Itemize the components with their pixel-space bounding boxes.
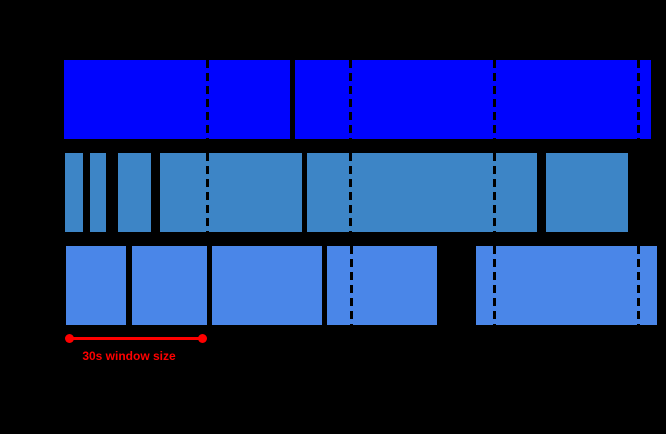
audio-segment [90,153,106,232]
audio-segment [307,153,537,232]
audio-segment [160,153,302,232]
window-boundary-dashed-line [206,60,209,139]
window-size-label: 30s window size [82,349,176,363]
audio-segment [327,246,437,325]
window-boundary-dashed-line [350,246,353,325]
bar-row-2 [0,153,666,232]
audio-segment [212,246,322,325]
window-boundary-dashed-line [493,60,496,139]
audio-segment [66,246,126,325]
audio-segment [546,153,628,232]
measurement-line [69,337,202,340]
window-boundary-dashed-line [349,153,352,232]
bar-row-1 [0,60,666,139]
audio-segment [118,153,151,232]
audio-segment [476,246,657,325]
window-boundary-dashed-line [206,153,209,232]
audio-segment [295,60,651,139]
window-boundary-dashed-line [493,153,496,232]
measurement-endpoint-right [198,334,207,343]
audio-segment [64,60,290,139]
measurement-endpoint-left [65,334,74,343]
window-boundary-dashed-line [349,60,352,139]
window-boundary-dashed-line [637,246,640,325]
window-boundary-dashed-line [493,246,496,325]
audio-segment [65,153,83,232]
window-boundary-dashed-line [637,60,640,139]
audio-segment [132,246,207,325]
bar-row-3 [0,246,666,325]
